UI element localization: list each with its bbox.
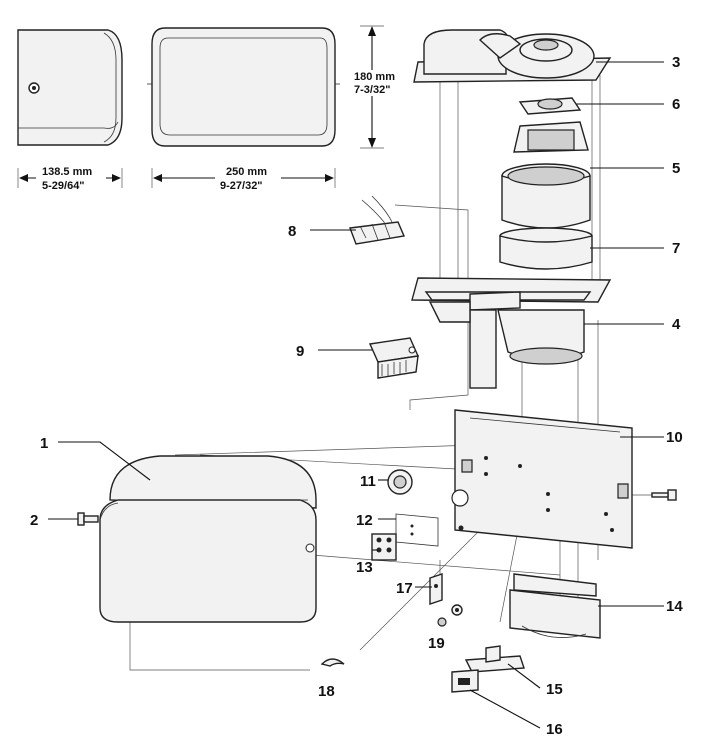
callout-numbers: 3 6 5 8 7 4 9 10 1 2 11 12 13 17 14 19 1…: [30, 54, 683, 738]
front-width-dimension: 250 mm 9-27/32": [151, 165, 336, 193]
callout-18: 18: [318, 683, 335, 700]
callout-leaders: [48, 61, 664, 729]
callout-3: 3: [672, 54, 680, 71]
part-5-motor: [501, 121, 591, 229]
callout-13: 13: [356, 559, 373, 576]
side-width-dimension: 138.5 mm 5-29/64": [17, 165, 123, 193]
callout-1: 1: [40, 435, 48, 452]
plate-screw: [651, 489, 677, 501]
part-13-terminal-block: [371, 533, 397, 561]
part-16-sensor: [451, 669, 479, 693]
part-15-sensor-bracket: [464, 645, 525, 673]
part-14-bracket: [509, 573, 601, 639]
callout-14: 14: [666, 598, 683, 615]
callout-5: 5: [672, 160, 680, 177]
part-8-fan-assembly: [349, 195, 405, 245]
callout-11: 11: [360, 473, 376, 490]
side-view: [17, 29, 123, 146]
callout-17: 17: [396, 580, 413, 597]
front-width-inch-label: 9-27/32": [220, 180, 263, 192]
height-inch-label: 7-3/32": [354, 84, 390, 96]
part-18-ring-clip: [320, 658, 345, 667]
callout-16: 16: [546, 721, 563, 738]
part-19-nuts: [437, 604, 463, 627]
part-11-bushing: [387, 469, 413, 495]
front-width-mm-label: 250 mm: [226, 166, 267, 178]
part-4-base-housing: [411, 277, 612, 389]
part-7-ring: [499, 227, 593, 270]
callout-12: 12: [356, 512, 373, 529]
callout-15: 15: [546, 681, 563, 698]
part-17-clip: [429, 573, 443, 605]
part-2-screw: [77, 512, 99, 526]
callout-8: 8: [288, 223, 296, 240]
front-view: [147, 27, 340, 147]
part-6-gasket: [518, 97, 582, 115]
part-9-heater-element: [368, 337, 420, 379]
callout-10: 10: [666, 429, 683, 446]
part-10-mounting-plate: [451, 409, 633, 549]
side-width-mm-label: 138.5 mm: [42, 166, 92, 178]
callout-9: 9: [296, 343, 304, 360]
height-mm-label: 180 mm: [354, 71, 395, 83]
height-dimension: 180 mm 7-3/32": [350, 25, 396, 149]
callout-6: 6: [672, 96, 680, 113]
callout-2: 2: [30, 512, 38, 529]
side-width-inch-label: 5-29/64": [42, 180, 85, 192]
part-12-plate: [395, 513, 439, 547]
part-1-cover: [99, 455, 317, 623]
callout-7: 7: [672, 240, 680, 257]
callout-19: 19: [428, 635, 445, 652]
callout-4: 4: [672, 316, 681, 333]
part-3-top-cover: [413, 29, 612, 83]
